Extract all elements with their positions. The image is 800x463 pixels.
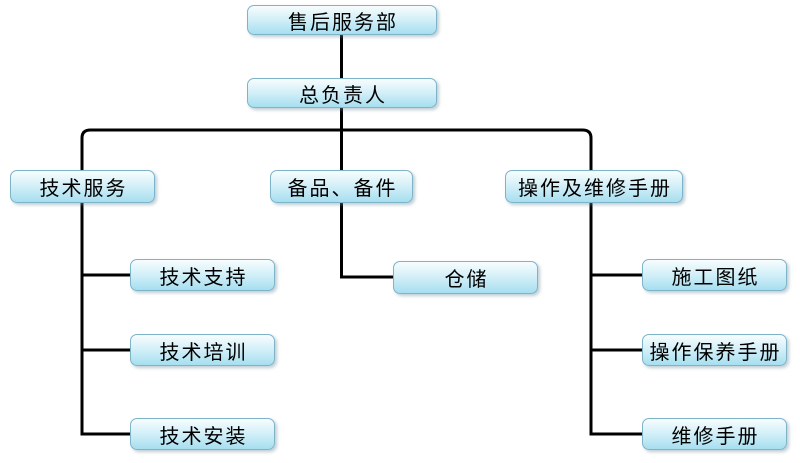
node-tech-support: 技术支持 <box>130 259 275 291</box>
connector-bus <box>80 128 593 436</box>
node-tech-training: 技术培训 <box>130 334 275 366</box>
node-construction-drawings: 施工图纸 <box>642 259 787 291</box>
node-repair-manual: 维修手册 <box>642 418 787 450</box>
node-root: 售后服务部 <box>247 5 437 35</box>
connector-center-drop <box>340 106 394 279</box>
node-operation-maintenance-manual: 操作保养手册 <box>642 334 787 366</box>
node-manuals: 操作及维修手册 <box>505 170 683 203</box>
node-warehouse: 仓储 <box>393 261 538 294</box>
node-manager: 总负责人 <box>247 78 437 108</box>
node-spare-parts: 备品、备件 <box>270 170 413 203</box>
node-tech-service: 技术服务 <box>10 170 155 203</box>
node-tech-installation: 技术安装 <box>130 418 275 450</box>
